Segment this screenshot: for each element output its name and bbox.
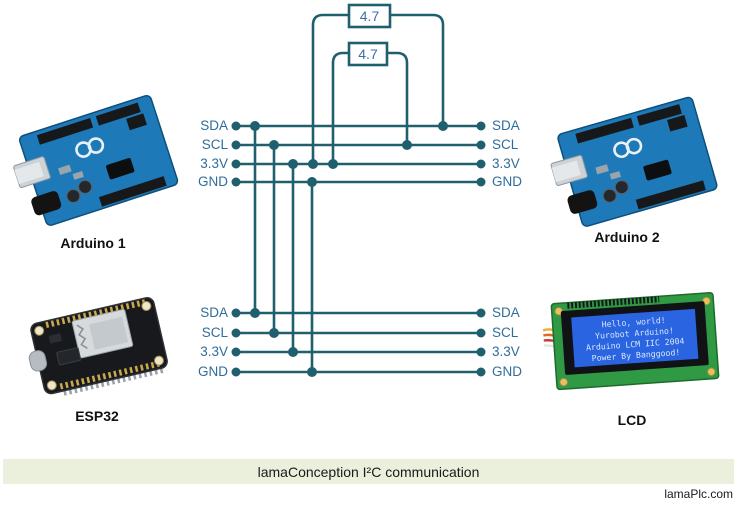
pin-label-esp32-33v: 3.3V: [200, 344, 228, 359]
pin-label-arduino1-sda: SDA: [200, 118, 228, 133]
wire-r1-right-lead: [390, 13, 445, 126]
wire-r2-right-lead: [387, 51, 409, 145]
pin-label-arduino2-33v: 3.3V: [492, 156, 520, 171]
resistor-r1-body: [347, 3, 392, 29]
pin-label-esp32-scl: SCL: [201, 325, 228, 340]
pin-label-esp32-gnd: GND: [198, 364, 228, 379]
wires: [236, 13, 481, 374]
lcd-module: Hello, world! Yurobot Arduino! Arduino L…: [542, 291, 720, 391]
junction-dots: [250, 121, 448, 377]
arduino1-label: Arduino 1: [60, 235, 126, 251]
esp32-image: [16, 284, 188, 406]
pin-label-lcd-gnd: GND: [492, 364, 522, 379]
arduino2-label: Arduino 2: [594, 229, 660, 245]
watermark-text: lamaPlc.com: [664, 487, 733, 501]
arduino-board: [550, 96, 718, 227]
lcd-image: Hello, world! Yurobot Arduino! Arduino L…: [540, 280, 732, 402]
arduino1-image: [6, 94, 188, 236]
pin-label-arduino1-gnd: GND: [198, 174, 228, 189]
pin-label-arduino2-gnd: GND: [492, 174, 522, 189]
pin-label-arduino1-33v: 3.3V: [200, 156, 228, 171]
lcd-label: LCD: [617, 412, 647, 428]
wire-r1-left-lead: [311, 13, 349, 164]
arduino2-image: [546, 96, 728, 238]
pin-label-lcd-scl: SCL: [492, 325, 519, 340]
title-banner: lamaConception I²C communication: [3, 459, 734, 484]
lcd-line-1: Hello, world!: [601, 315, 666, 329]
pin-label-lcd-sda: SDA: [492, 305, 520, 320]
wire-r2-left-lead: [331, 51, 349, 164]
resistor-r2-body: [347, 41, 389, 67]
pin-label-arduino1-scl: SCL: [201, 137, 228, 152]
esp32-label: ESP32: [75, 408, 119, 424]
pin-label-esp32-sda: SDA: [200, 305, 228, 320]
resistor-r2: 4.7: [347, 41, 389, 67]
pin-label-lcd-33v: 3.3V: [492, 344, 520, 359]
endpoint-dots: [231, 121, 486, 377]
title-banner-text: lamaConception I²C communication: [257, 463, 480, 480]
arduino-board: [13, 94, 179, 226]
resistor-r1: 4.7: [347, 3, 392, 29]
pin-label-arduino2-scl: SCL: [492, 137, 519, 152]
resistor-r1-value: 4.7: [360, 8, 380, 24]
resistor-r2-value: 4.7: [358, 46, 378, 62]
esp32-board: [28, 297, 168, 396]
pin-label-arduino2-sda: SDA: [492, 118, 520, 133]
